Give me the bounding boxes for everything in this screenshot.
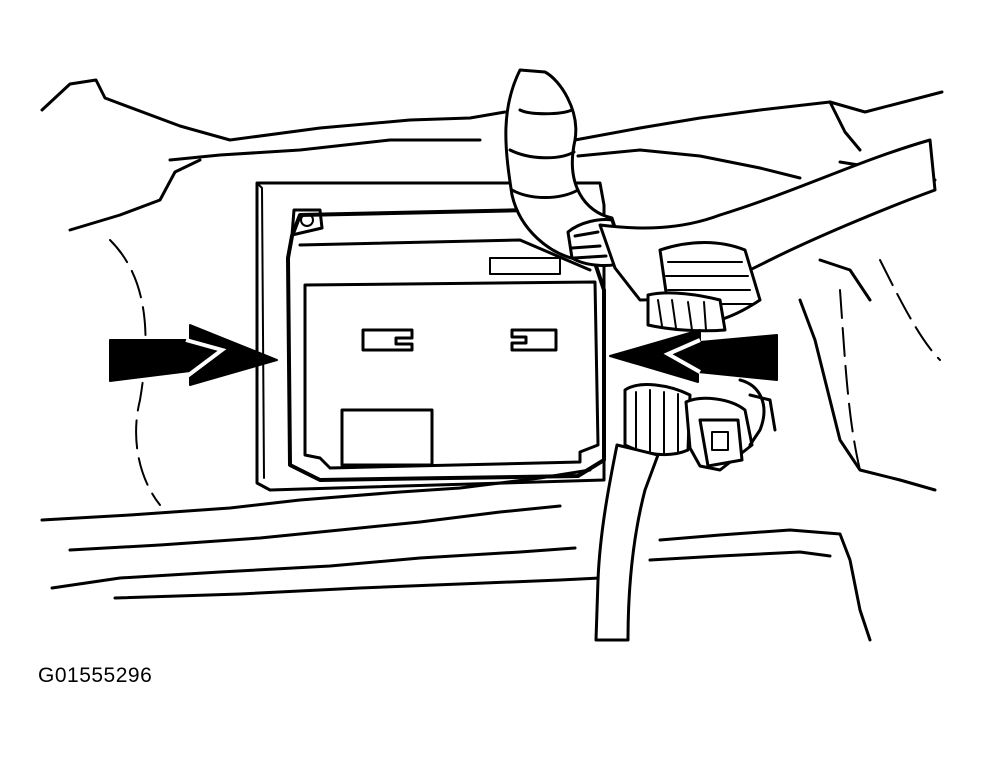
figure-code: G01555296 [38, 664, 153, 687]
wiring-harness [504, 68, 937, 333]
lower-harness [594, 378, 777, 642]
control-module [286, 208, 606, 482]
left-pointer-arrow-icon [109, 324, 278, 386]
mounting-bracket [255, 181, 606, 492]
right-pointer-arrow-icon [609, 329, 778, 383]
body-panel [40, 78, 944, 642]
